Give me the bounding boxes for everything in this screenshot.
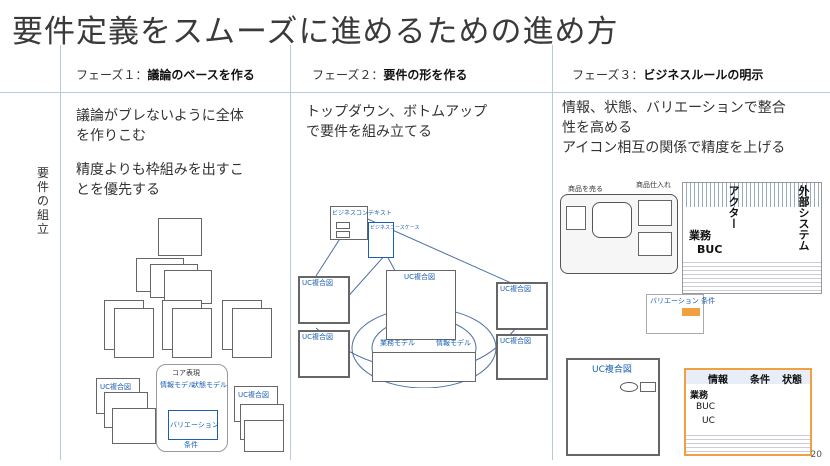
fig3-purchase-label: 商品仕入れ	[636, 181, 671, 189]
fig3-actor-header: アクター	[727, 185, 740, 229]
fig2-uc-right-bottom-label: UC複合図	[500, 337, 532, 345]
phase2-description: トップダウン、ボトムアップ で要件を組み立てる	[306, 104, 488, 140]
fig3-buc-header: BUC	[697, 243, 723, 256]
fig2-business-tag-a	[336, 222, 350, 229]
fig3-variation-label: バリエーション 条件	[650, 297, 716, 305]
page-number: 20	[810, 450, 822, 460]
fig1-right-uc-c	[244, 420, 284, 452]
fig3-flow-box-c	[638, 232, 672, 256]
phase1-figure: コア表現 情報モデル 状態モデル バリエーション 条件 UC複合図 UC複合図	[92, 212, 288, 460]
fig3-orange-tag	[682, 308, 700, 316]
fig3-business-header: 業務	[689, 229, 711, 242]
fig3-table-business: 業務	[690, 391, 709, 401]
side-label: 要件の組立	[36, 166, 49, 236]
fig1-variation-box	[168, 410, 218, 440]
fig2-uc-right-bottom	[496, 334, 548, 380]
fig2-bottom-block	[372, 352, 476, 382]
fig2-uc-left-top-label: UC複合図	[302, 279, 334, 287]
fig3-state-header: 状態	[782, 375, 802, 386]
fig3-condition-header: 条件	[750, 375, 770, 386]
phase3-description: 情報、状態、バリエーションで整合 性を高める アイコン相互の関係で精度を上げる	[562, 100, 786, 156]
fig3-info-table: 情報 条件 状態 業務 BUC UC	[684, 368, 812, 456]
column-divider-2	[290, 45, 291, 460]
fig3-flow-box-b	[638, 200, 672, 226]
fig3-uc-oval	[620, 382, 638, 392]
fig3-uc-composite	[566, 358, 660, 456]
phase2-header: フェーズ２：要件の形を作る	[312, 68, 468, 82]
column-divider-3	[552, 45, 553, 460]
column-divider-1	[60, 45, 61, 460]
fig1-condition-label: 条件	[184, 441, 198, 449]
phase1-header: フェーズ１：議論のベースを作る	[76, 68, 255, 82]
fig1-core-label: コア表現	[172, 369, 200, 377]
phase1-description: 議論がブレないように全体 を作りこむ 精度よりも枠組みを出すこ とを優先する	[76, 108, 244, 198]
fig1-right-uc-label: UC複合図	[238, 391, 270, 399]
fig3-flow-box-a	[566, 206, 586, 230]
slide-title: 要件定義をスムーズに進めるための進め方	[12, 14, 619, 50]
phase3-header: フェーズ３：ビジネスルールの明示	[572, 68, 764, 82]
fig1-top-diagram	[158, 218, 202, 256]
fig1-state-model: 状態モデル	[192, 381, 227, 389]
phase3-figure: 商品を売る 商品仕入れ アクター 外部システム 業務 BUC バリエーション 条…	[558, 178, 824, 460]
fig2-business-model-label: 業務モデル	[380, 339, 415, 347]
fig3-table-buc: BUC	[696, 402, 716, 412]
fig3-uc-composite-label: UC複合図	[592, 365, 632, 375]
fig1-left-uc-c	[112, 408, 156, 444]
fig3-info-header: 情報	[708, 375, 728, 386]
fig3-uc-info	[640, 382, 656, 392]
fig1-info-model: 情報モデル	[160, 381, 195, 389]
fig2-uc-left-bottom-label: UC複合図	[302, 333, 334, 341]
fig2-uc-right-top	[496, 282, 548, 330]
fig1-stack-c	[164, 270, 212, 304]
fig1-row-b	[114, 308, 154, 358]
fig2-business-context-label: ビジネスコンテキスト	[332, 210, 392, 217]
fig3-table-uc: UC	[702, 416, 715, 426]
fig3-actor-table: アクター 外部システム 業務 BUC	[682, 182, 822, 294]
fig3-flow-inner	[592, 202, 632, 238]
fig1-row-f	[232, 308, 272, 358]
fig2-uc-right-top-label: UC複合図	[500, 285, 532, 293]
phase2-figure: ビジネスコンテキスト ビジネスユースケース UC複合図 UC複合図 UC複合図 …	[296, 198, 550, 388]
fig2-info-model-label: 情報モデル	[436, 339, 471, 347]
fig2-uc-center-label: UC複合図	[404, 273, 436, 281]
fig2-uc-center	[386, 270, 456, 340]
fig1-row-d	[172, 308, 212, 358]
fig2-uc-left-bottom	[298, 330, 350, 378]
fig2-uc-left-top	[298, 276, 350, 324]
fig2-business-tag-b	[336, 231, 350, 238]
header-divider	[0, 92, 830, 93]
fig2-buc-box	[368, 222, 394, 258]
fig3-external-system-header: 外部システム	[797, 185, 810, 251]
fig1-variation-label: バリエーション	[170, 421, 219, 429]
fig3-sale-label: 商品を売る	[568, 185, 603, 193]
fig2-buc-label: ビジネスユースケース	[370, 225, 420, 231]
fig1-left-uc-label: UC複合図	[100, 383, 132, 391]
